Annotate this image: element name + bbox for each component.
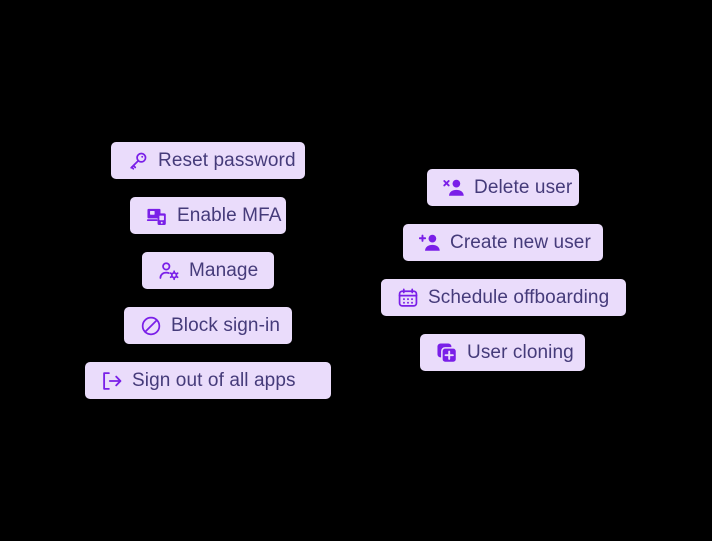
chip-label: Enable MFA: [177, 205, 282, 226]
chip-block-sign-in[interactable]: Block sign-in: [124, 307, 292, 344]
sign-out-icon: [101, 370, 123, 392]
user-remove-icon: [443, 177, 465, 199]
prohibited-icon: [140, 315, 162, 337]
chip-label: Reset password: [158, 150, 296, 171]
chip-label: Create new user: [450, 232, 591, 253]
chip-schedule-offboarding[interactable]: Schedule offboarding: [381, 279, 626, 316]
user-gear-icon: [158, 260, 180, 282]
chip-label: Block sign-in: [171, 315, 281, 336]
user-add-icon: [419, 232, 441, 254]
calendar-icon: [397, 287, 419, 309]
copy-plus-icon: [436, 342, 458, 364]
chip-create-new-user[interactable]: Create new user: [403, 224, 603, 261]
chip-label: User cloning: [467, 342, 574, 363]
chip-label: Manage: [189, 260, 259, 281]
mfa-devices-icon: [146, 205, 168, 227]
key-icon: [127, 150, 149, 172]
chip-sign-out-all-apps[interactable]: Sign out of all apps: [85, 362, 331, 399]
chip-label: Delete user: [474, 177, 573, 198]
chip-user-cloning[interactable]: User cloning: [420, 334, 585, 371]
chip-reset-password[interactable]: Reset password: [111, 142, 305, 179]
chip-label: Schedule offboarding: [428, 287, 610, 308]
chip-delete-user[interactable]: Delete user: [427, 169, 579, 206]
chip-label: Sign out of all apps: [132, 370, 296, 391]
chip-enable-mfa[interactable]: Enable MFA: [130, 197, 286, 234]
chip-manage[interactable]: Manage: [142, 252, 274, 289]
